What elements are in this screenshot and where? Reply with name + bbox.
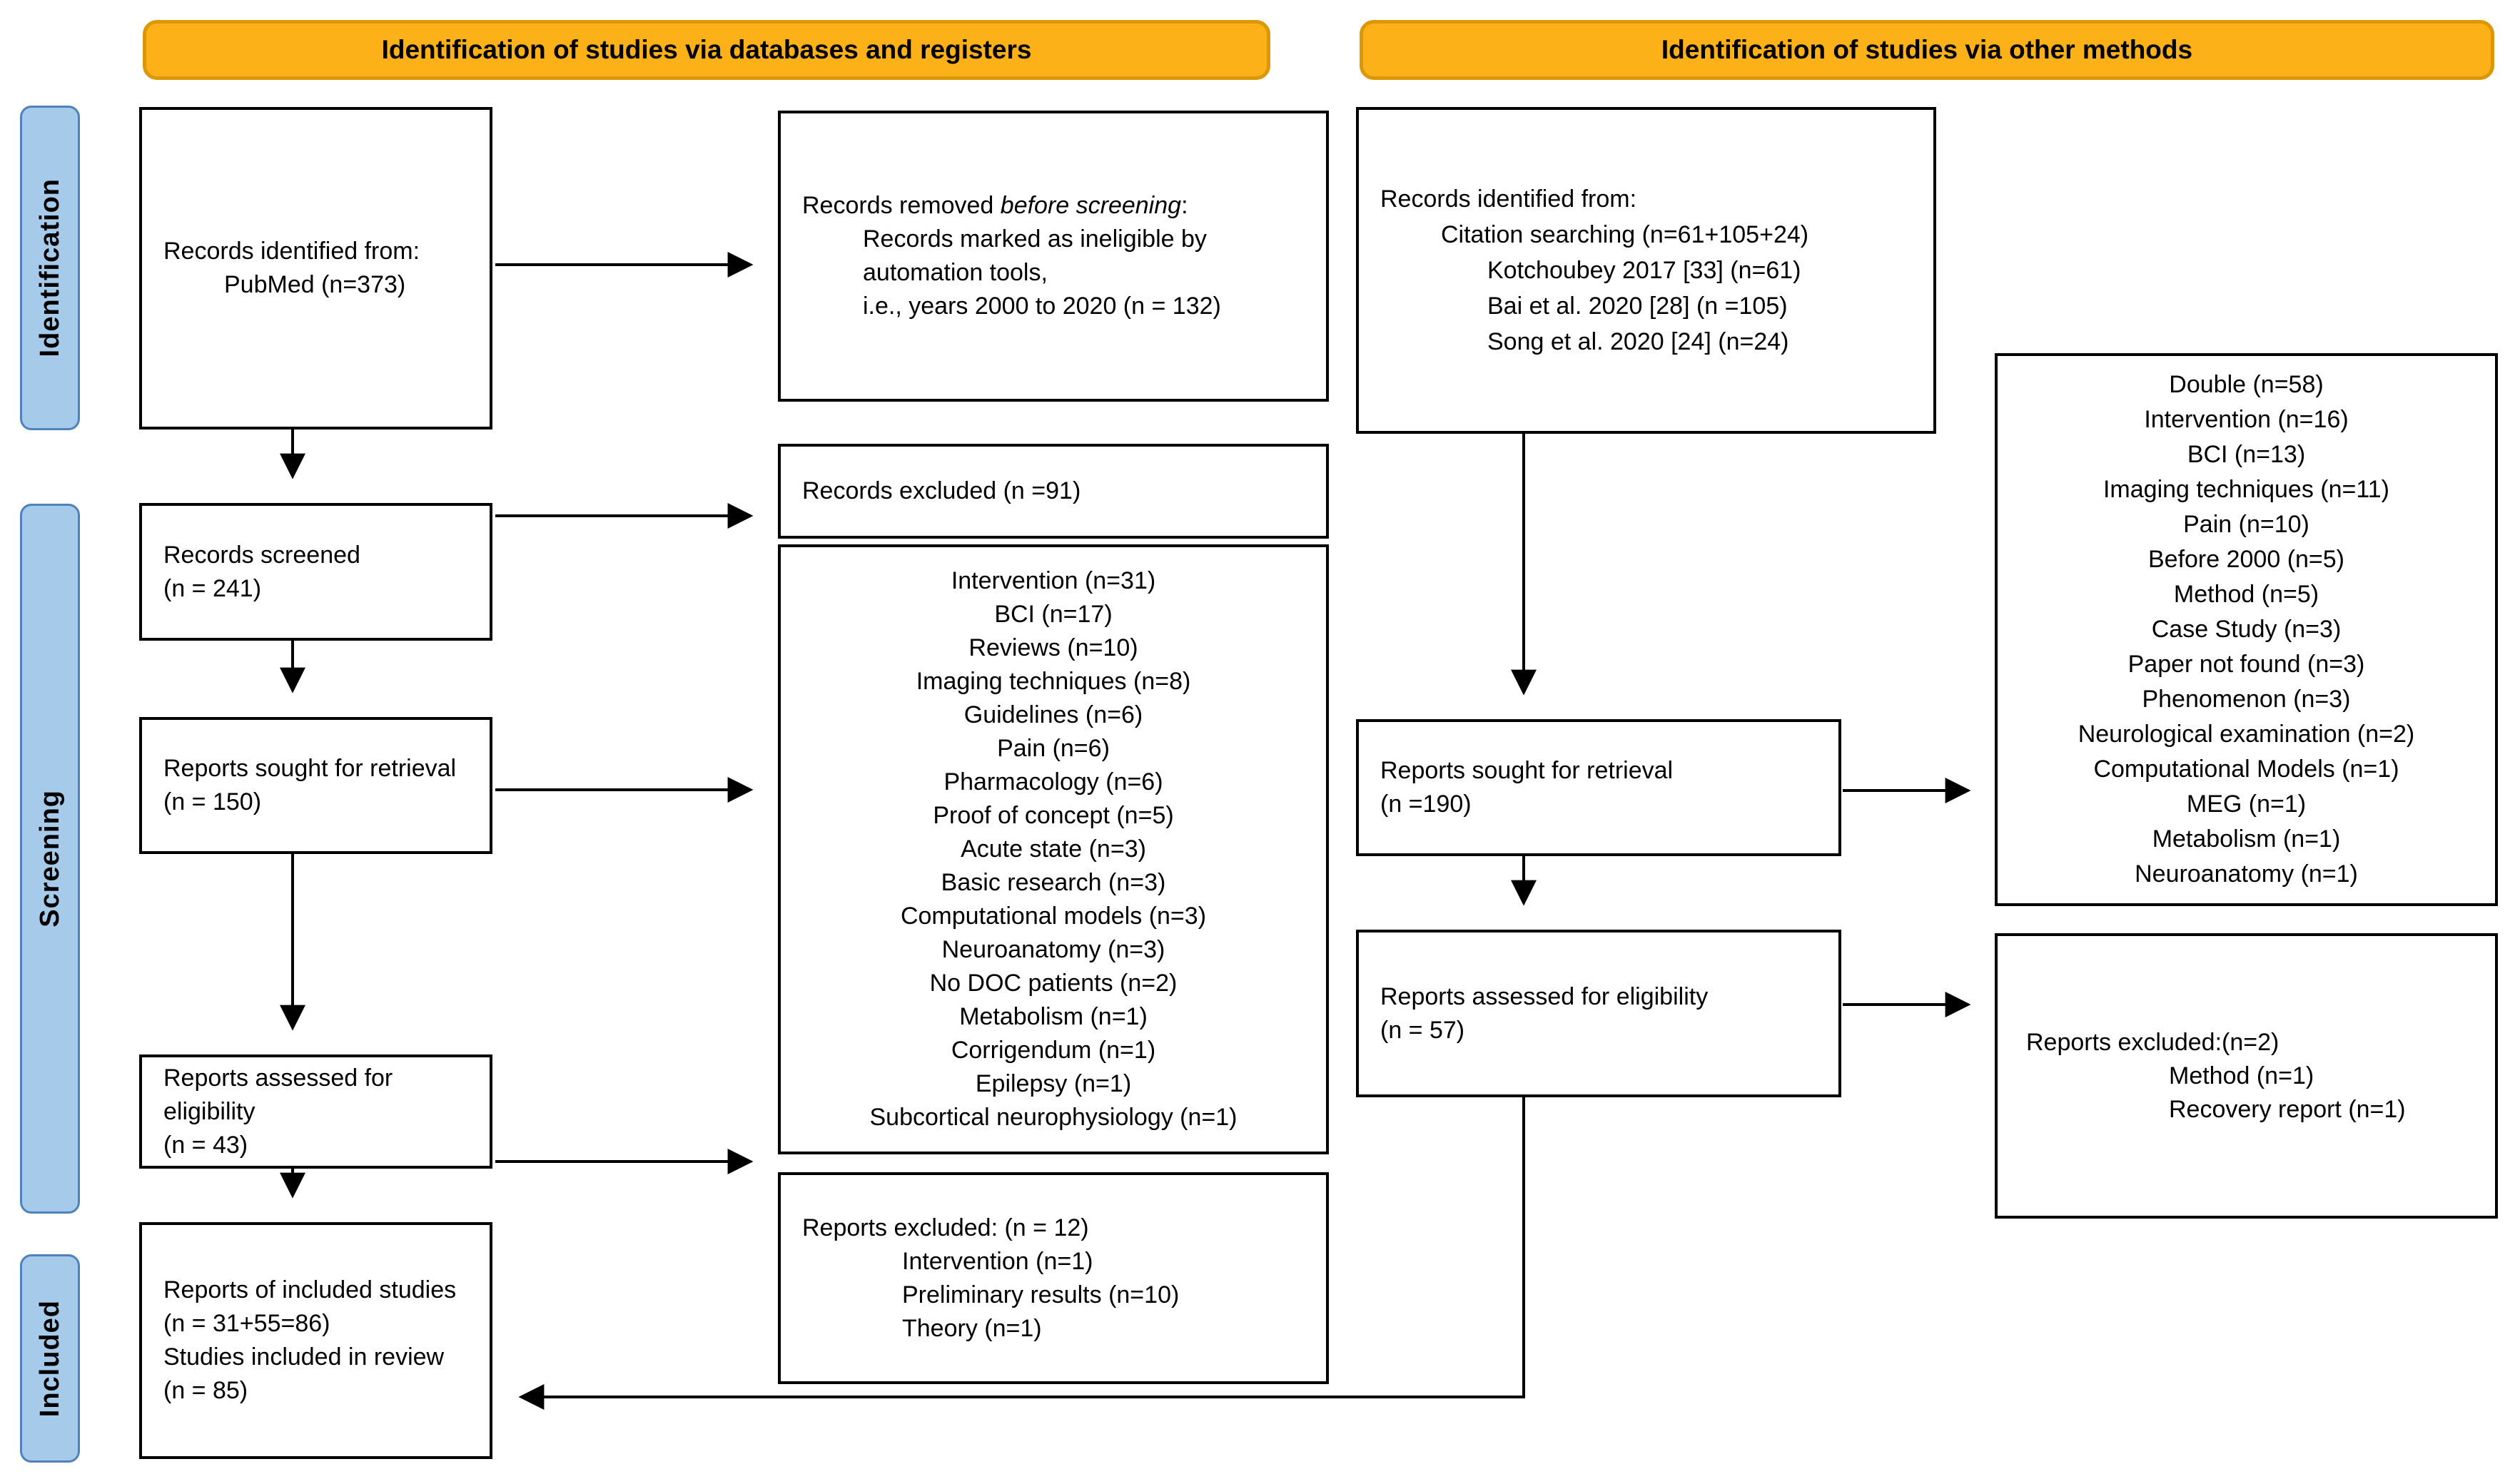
list-item: MEG (n=1) — [2186, 791, 2307, 818]
text-line: (n =190) — [1380, 791, 1472, 818]
text-line: (n = 241) — [163, 574, 262, 602]
text-line: Intervention (n=1) — [902, 1247, 1093, 1275]
banner-databases-registers-label: Identification of studies via databases … — [381, 35, 1032, 64]
stage-screening: Screening — [20, 504, 80, 1214]
text-line: i.e., years 2000 to 2020 (n = 132) — [863, 293, 1221, 320]
stage-identification: Identification — [20, 106, 80, 430]
text-line: Reports excluded:(n=2) — [2026, 1028, 2279, 1056]
text-segment: Records removed — [802, 192, 1001, 219]
box-other-exclusion-list: Double (n=58) Intervention (n=16) BCI (n… — [1995, 353, 2498, 906]
text-segment: : — [1181, 192, 1188, 219]
text-line: Recovery report (n=1) — [2169, 1095, 2406, 1123]
list-item: Imaging techniques (n=11) — [2102, 476, 2389, 503]
list-item: Case Study (n=3) — [2151, 616, 2342, 643]
list-item: Reviews (n=10) — [968, 634, 1138, 661]
text-line: Citation searching (n=61+105+24) — [1441, 221, 1809, 248]
text-line: Records identified from: — [163, 238, 420, 265]
box-records-identified-other: Records identified from: Citation search… — [1356, 107, 1936, 434]
text-line: Preliminary results (n=10) — [902, 1281, 1180, 1308]
list-item: Imaging techniques (n=8) — [916, 668, 1191, 695]
list-item: Phenomenon (n=3) — [2142, 686, 2351, 713]
box-reports-excluded-2: Reports excluded:(n=2) Method (n=1) Reco… — [1995, 933, 2498, 1219]
box-reports-sought-retrieval: Reports sought for retrieval (n = 150) — [139, 717, 492, 854]
list-item: BCI (n=13) — [2187, 441, 2306, 468]
text-line: automation tools, — [863, 259, 1048, 286]
list-item: Computational Models (n=1) — [2093, 756, 2399, 783]
list-item: Computational models (n=3) — [900, 903, 1207, 930]
list-item: Guidelines (n=6) — [963, 701, 1143, 728]
box-records-identified-databases: Records identified from: PubMed (n=373) — [139, 107, 492, 430]
list-item: Intervention (n=16) — [2144, 406, 2349, 433]
text-line: Reports sought for retrieval — [163, 755, 457, 782]
text-line: Method (n=1) — [2169, 1062, 2314, 1089]
list-item: Basic research (n=3) — [941, 869, 1166, 896]
list-item: Paper not found (n=3) — [2127, 651, 2365, 678]
list-item: Intervention (n=31) — [951, 567, 1156, 594]
text-line: Records screened — [163, 541, 360, 569]
list-item: Epilepsy (n=1) — [975, 1070, 1132, 1097]
text-line: Reports assessed for eligibility — [163, 1064, 393, 1125]
list-item: Before 2000 (n=5) — [2147, 546, 2345, 573]
text-line: (n = 85) — [163, 1377, 248, 1404]
list-item: Neuroanatomy (n=1) — [2135, 860, 2358, 888]
text-line: PubMed (n=373) — [224, 271, 406, 298]
banner-other-methods-label: Identification of studies via other meth… — [1661, 35, 2193, 64]
arrow-assessed-other-to-included — [518, 1097, 1525, 1410]
text-line: Bai et al. 2020 [28] (n =105) — [1487, 293, 1788, 320]
list-item: Double (n=58) — [2169, 371, 2324, 398]
text-line: Reports sought for retrieval — [1380, 757, 1674, 784]
box-reports-assessed-eligibility-other: Reports assessed for eligibility (n = 57… — [1356, 930, 1841, 1097]
text-segment-italic: before screening — [1000, 192, 1182, 219]
text-line: Records identified from: — [1380, 185, 1637, 213]
list-item: Pain (n=6) — [997, 735, 1110, 762]
list-item: No DOC patients (n=2) — [929, 970, 1178, 997]
text-line: (n = 57) — [1380, 1016, 1465, 1044]
list-item: Method (n=5) — [2173, 581, 2319, 608]
text-line: Records removed before screening: — [802, 189, 1316, 223]
text-line: Kotchoubey 2017 [33] (n=61) — [1487, 257, 1801, 284]
text-line: Song et al. 2020 [24] (n=24) — [1487, 328, 1789, 355]
box-screening-exclusion-list: Intervention (n=31) BCI (n=17) Reviews (… — [778, 544, 1329, 1154]
text-line: (n = 150) — [163, 788, 262, 815]
banner-other-methods: Identification of studies via other meth… — [1360, 20, 2494, 80]
list-item: Metabolism (n=1) — [959, 1003, 1148, 1030]
list-item: Proof of concept (n=5) — [933, 802, 1174, 829]
list-item: Corrigendum (n=1) — [951, 1037, 1156, 1064]
box-included-studies: Reports of included studies (n = 31+55=8… — [139, 1222, 492, 1459]
list-item: Subcortical neurophysiology (n=1) — [869, 1104, 1238, 1131]
list-item: Neuroanatomy (n=3) — [941, 936, 1165, 963]
banner-databases-registers: Identification of studies via databases … — [143, 20, 1270, 80]
box-reports-assessed-eligibility: Reports assessed for eligibility (n = 43… — [139, 1054, 492, 1169]
list-item: Neurological examination (n=2) — [2078, 721, 2415, 748]
box-records-screened: Records screened (n = 241) — [139, 503, 492, 641]
text-line: Theory (n=1) — [902, 1314, 1042, 1342]
box-records-excluded: Records excluded (n =91) — [778, 444, 1329, 539]
box-reports-excluded-12: Reports excluded: (n = 12) Intervention … — [778, 1172, 1329, 1384]
stage-included: Included — [20, 1254, 80, 1463]
text-line: Records marked as ineligible by — [863, 225, 1207, 253]
list-item: Metabolism (n=1) — [2152, 825, 2341, 853]
box-reports-sought-retrieval-other: Reports sought for retrieval (n =190) — [1356, 719, 1841, 856]
text-line: Reports of included studies — [163, 1276, 457, 1303]
list-item: BCI (n=17) — [994, 601, 1113, 628]
list-item: Pharmacology (n=6) — [943, 768, 1163, 796]
text-line: Reports excluded: (n = 12) — [802, 1214, 1089, 1241]
list-item: Pain (n=10) — [2183, 511, 2309, 538]
text-line: Records excluded (n =91) — [802, 477, 1081, 504]
list-item: Acute state (n=3) — [961, 835, 1146, 863]
box-records-removed: Records removed before screening: Record… — [778, 111, 1329, 402]
text-line: (n = 43) — [163, 1131, 248, 1159]
text-line: Reports assessed for eligibility — [1380, 982, 1709, 1010]
text-line: Studies included in review — [163, 1343, 445, 1371]
text-line: (n = 31+55=86) — [163, 1310, 330, 1337]
